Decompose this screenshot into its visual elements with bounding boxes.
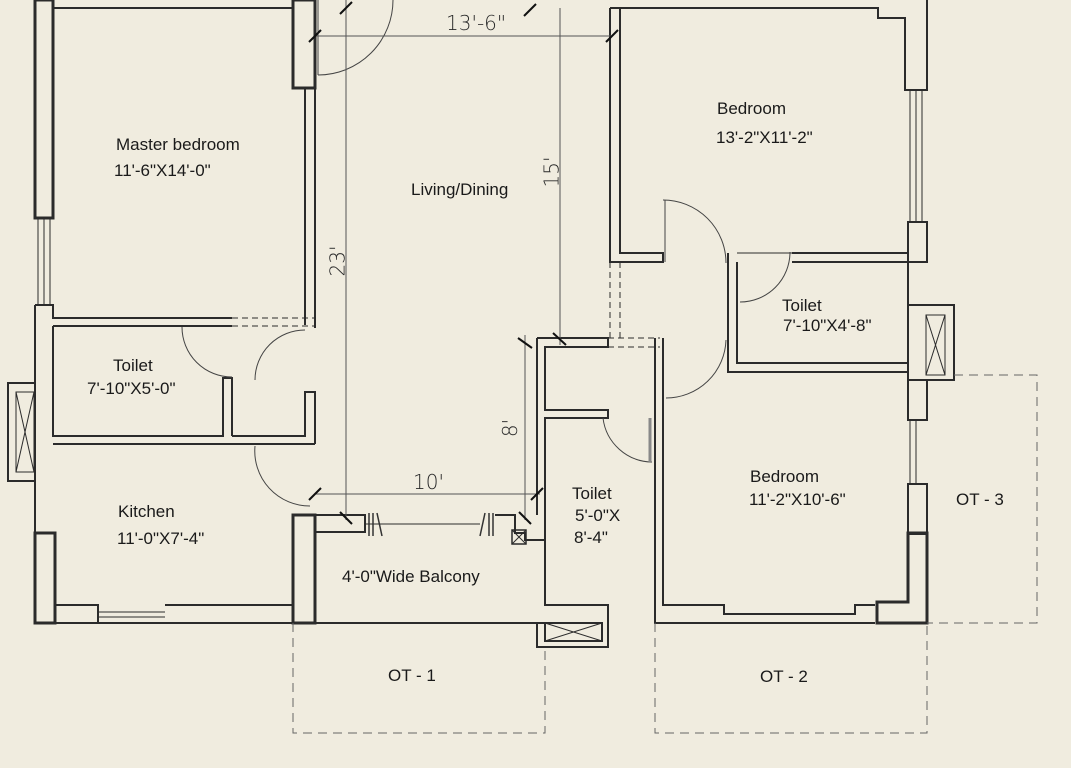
open-terrace-3: OT - 3 [956,490,1004,509]
dim-living-depth: 15' [539,156,564,188]
room-size-toilet-center-1: 5'-0"X [575,506,621,525]
dim-dining-width: 10' [413,470,444,494]
room-size-bedroom-1: 13'-2"X11'-2" [716,128,813,147]
room-name-toilet-ne: Toilet [782,296,822,315]
room-size-master-bedroom: 11'-6"X14'-0" [114,161,211,180]
room-size-toilet-center-2: 8'-4" [574,528,608,547]
dim-dining-depth: 8' [498,418,523,438]
balcony-label: 4'-0"Wide Balcony [342,567,480,586]
open-terrace-2: OT - 2 [760,667,808,686]
dim-living-width: 13'-6" [446,11,507,35]
room-size-kitchen: 11'-0"X7'-4" [117,529,205,548]
west-wall [33,0,55,220]
room-name-bedroom-2: Bedroom [750,467,819,486]
room-name-kitchen: Kitchen [118,502,175,521]
room-name-living-dining: Living/Dining [411,180,509,199]
room-size-toilet-w: 7'-10"X5'-0" [87,379,176,398]
room-name-master-bedroom: Master bedroom [116,135,240,154]
room-size-bedroom-2: 11'-2"X10'-6" [749,490,846,509]
dim-overall-depth: 23' [325,245,350,277]
room-size-toilet-ne: 7'-10"X4'-8" [783,316,872,335]
open-terrace-1: OT - 1 [388,666,436,685]
room-name-toilet-w: Toilet [113,356,153,375]
room-name-bedroom-1: Bedroom [717,99,786,118]
room-name-toilet-center: Toilet [572,484,612,503]
